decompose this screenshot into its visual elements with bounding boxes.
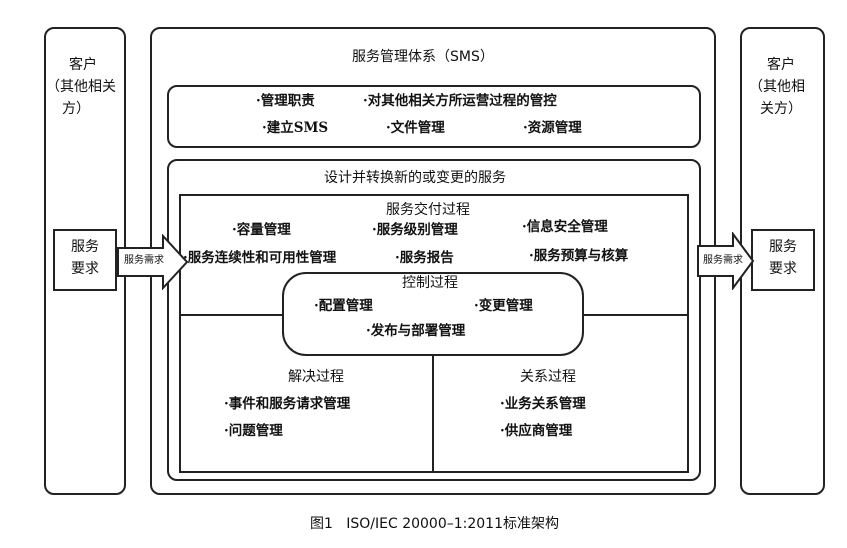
customer-left-label-2: （其他相关 [46,79,116,95]
resolution-title: 解决过程 [288,369,344,385]
service-request-left-line-2: 要求 [71,261,99,277]
service-request-left-line-1: 服务 [71,239,99,255]
grid-vertical-divider [432,355,434,472]
control-item-release-deploy: ·发布与部署管理 [366,323,466,339]
sms-item-document-management: ·文件管理 [386,120,445,136]
sms-item-resource-management: ·资源管理 [523,120,582,136]
sms-item-management-duties: ·管理职责 [256,93,315,109]
resolution-item-problem: ·问题管理 [224,423,283,439]
sms-item-other-parties-control: ·对其他相关方所运营过程的管控 [363,93,557,109]
customer-right-label-1: 客户 [767,57,795,73]
service-request-left-box [53,229,117,291]
control-item-configuration: ·配置管理 [314,298,373,314]
delivery-title: 服务交付过程 [386,202,470,218]
relationship-title: 关系过程 [520,369,576,385]
sms-title: 服务管理体系（SMS） [352,49,494,65]
delivery-item-reporting: ·服务报告 [395,250,454,266]
control-item-change: ·变更管理 [474,298,533,314]
service-demand-right-arrow [697,232,755,290]
service-request-right-line-2: 要求 [769,261,797,277]
design-transition-title: 设计并转换新的或变更的服务 [324,170,506,186]
resolution-item-incident: ·事件和服务请求管理 [224,396,351,412]
service-demand-right-label: 服务需求 [703,255,743,266]
service-demand-left-arrow [117,234,189,290]
process-grid [179,194,689,473]
sms-items-box [167,85,701,148]
customer-left-label-1: 客户 [69,57,97,73]
control-process-box [282,272,584,356]
delivery-item-capacity: ·容量管理 [232,222,291,238]
delivery-item-continuity: ·服务连续性和可用性管理 [183,250,337,266]
sms-item-establish-sms: ·建立SMS [262,120,329,136]
service-demand-left-label: 服务需求 [124,255,164,266]
customer-right-label-2: （其他相 [749,79,805,95]
delivery-item-service-level: ·服务级别管理 [372,222,458,238]
relationship-item-supplier: ·供应商管理 [500,423,573,439]
customer-right-label-3: 关方） [760,101,802,117]
service-request-right-box [751,229,815,291]
delivery-item-info-security: ·信息安全管理 [522,219,608,235]
delivery-item-budgeting: ·服务预算与核算 [529,248,629,264]
control-title: 控制过程 [402,275,458,291]
figure-caption: 图1 ISO/IEC 20000–1:2011标准架构 [310,516,559,532]
customer-left-label-3: 方） [62,101,90,117]
relationship-item-business: ·业务关系管理 [500,396,586,412]
service-request-right-line-1: 服务 [769,239,797,255]
